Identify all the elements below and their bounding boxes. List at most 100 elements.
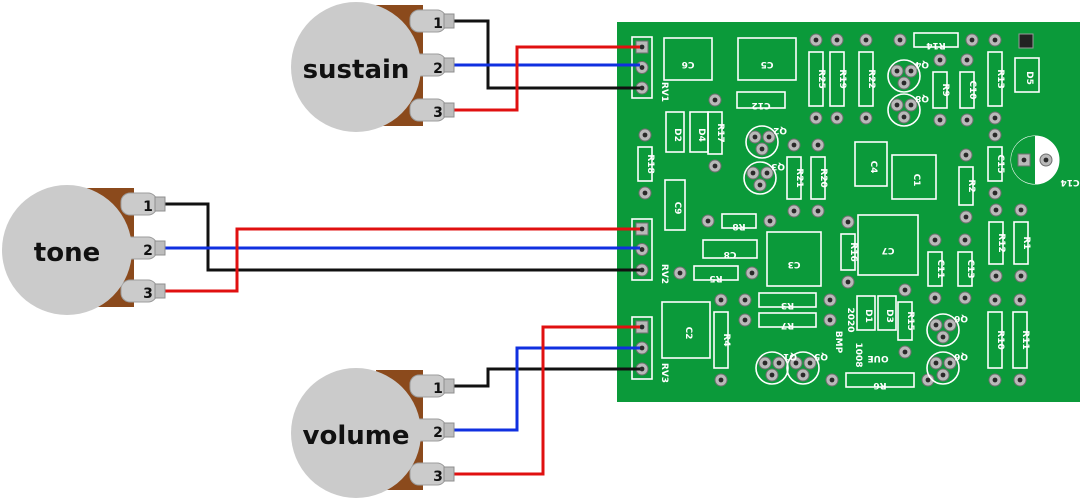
footprint-q8	[887, 93, 921, 127]
footprint-r12-label: R12	[996, 233, 1006, 252]
footprint-r9	[932, 71, 948, 109]
footprint-r2	[958, 166, 974, 206]
tone-pin-2-label: 2	[143, 243, 153, 259]
volume-wire-pin2-blue	[452, 346, 640, 432]
footprint-c6-label: C6	[682, 59, 695, 69]
footprint-r16-label: R16	[848, 242, 858, 261]
footprint-r18	[637, 146, 653, 182]
footprint-d4-label: D4	[696, 128, 706, 142]
footprint-c15	[987, 146, 1003, 182]
footprint-r19	[829, 51, 845, 107]
board-text-oue: OUE	[867, 353, 888, 363]
footprint-q5-label: Q5	[814, 351, 828, 361]
footprint-d2-label: D2	[672, 128, 682, 142]
footprint-q5	[786, 351, 820, 385]
footprint-q1	[755, 351, 789, 385]
footprint-c7	[857, 214, 919, 276]
footprint-r25	[808, 51, 824, 107]
footprint-d1	[856, 295, 876, 331]
footprint-q4	[887, 59, 921, 93]
footprint-r21-label: R21	[794, 168, 804, 187]
volume-pot-terminal-2	[443, 422, 455, 438]
footprint-q1-label: Q1	[783, 351, 797, 361]
footprint-r1	[1013, 221, 1029, 265]
footprint-c15-label: C15	[995, 154, 1005, 173]
footprint-c2	[661, 301, 711, 359]
footprint-c5-label: C5	[761, 59, 774, 69]
tone-wire-pin1-black	[163, 202, 640, 272]
footprint-r15-label: R15	[905, 311, 915, 330]
footprint-r4	[713, 311, 729, 369]
footprint-r7	[758, 312, 817, 328]
footprint-r16	[840, 233, 856, 271]
footprint-r11-label: R11	[1020, 330, 1030, 349]
sustain-pot-knob-body	[291, 2, 421, 132]
footprint-r21	[786, 156, 802, 200]
tone-pot	[2, 185, 166, 315]
footprint-d1-label: D1	[863, 309, 873, 323]
footprint-c4-label: C4	[868, 161, 878, 174]
footprint-c11-label: C11	[935, 259, 945, 278]
footprint-c7-label: C7	[882, 245, 895, 255]
volume-pot-terminal-3	[443, 466, 455, 482]
footprint-q6-label: Q6	[954, 351, 968, 361]
footprint-r5-label: R5	[709, 273, 722, 283]
sustain-pot-terminal-2	[443, 57, 455, 73]
volume-pin-1-label: 1	[433, 381, 443, 397]
board-text-bmp: BMP	[833, 331, 843, 354]
footprint-c13-label: C13	[965, 259, 975, 278]
footprint-c3	[766, 231, 822, 287]
board-text-1008: 1008	[853, 342, 863, 367]
board-text-2020: 2020	[845, 307, 855, 332]
tone-pin-1-label: 1	[143, 199, 153, 215]
tone-wire-pin3-red	[163, 227, 640, 293]
footprint-r20-label: R20	[818, 168, 828, 187]
footprint-r25-label: R25	[816, 69, 826, 88]
tone-pot-terminal-2	[154, 240, 166, 256]
sustain-pot-terminal-1	[443, 13, 455, 29]
footprint-r4-label: R4	[721, 333, 731, 346]
footprint-r22-label: R22	[866, 69, 876, 88]
footprint-r9-label: R9	[940, 83, 950, 96]
footprint-r18-label: R18	[645, 154, 655, 173]
footprint-r5	[693, 265, 739, 281]
sustain-pot	[291, 2, 455, 132]
footprint-q2	[745, 125, 779, 159]
footprint-r13	[987, 51, 1003, 107]
footprint-r10-label: R10	[995, 330, 1005, 349]
footprint-r15	[897, 301, 913, 341]
footprint-r19-label: R19	[837, 69, 847, 88]
footprint-r3	[758, 292, 817, 308]
footprint-c10-label: C10	[967, 80, 977, 99]
footprint-c5	[737, 37, 797, 81]
footprint-c13	[957, 251, 973, 287]
volume-pin-3-label: 3	[433, 469, 443, 485]
volume-pot-terminal-1	[443, 378, 455, 394]
footprint-r6	[845, 372, 915, 388]
footprint-c2-label: C2	[683, 327, 693, 340]
footprint-r12	[988, 221, 1004, 265]
footprint-r3-label: R3	[781, 300, 794, 310]
volume-pot-knob-body	[291, 368, 421, 498]
footprint-c8	[702, 239, 758, 259]
footprint-c4	[854, 141, 888, 187]
footprint-r20	[810, 156, 826, 200]
footprint-c12	[736, 91, 786, 109]
footprint-c8-label: C8	[724, 249, 737, 259]
footprint-d3	[877, 295, 897, 331]
footprint-d5-label: D5	[1024, 71, 1034, 85]
footprint-q2-label: Q2	[773, 125, 787, 135]
footprint-c11	[927, 251, 943, 287]
sustain-pin-3-label: 3	[433, 105, 443, 121]
sustain-wire-pin1-black	[452, 19, 640, 90]
footprint-r8	[721, 213, 757, 229]
footprint-r2-label: R2	[966, 179, 976, 192]
footprint-c6	[663, 37, 713, 81]
footprint-r14	[913, 32, 959, 48]
pcb-component-footprints	[631, 32, 1060, 388]
header-label-RV2: RV2	[659, 264, 669, 284]
volume-wire-pin1-black	[452, 367, 640, 388]
header-label-RV1: RV1	[659, 82, 669, 102]
volume-pot-label: volume	[303, 421, 410, 451]
